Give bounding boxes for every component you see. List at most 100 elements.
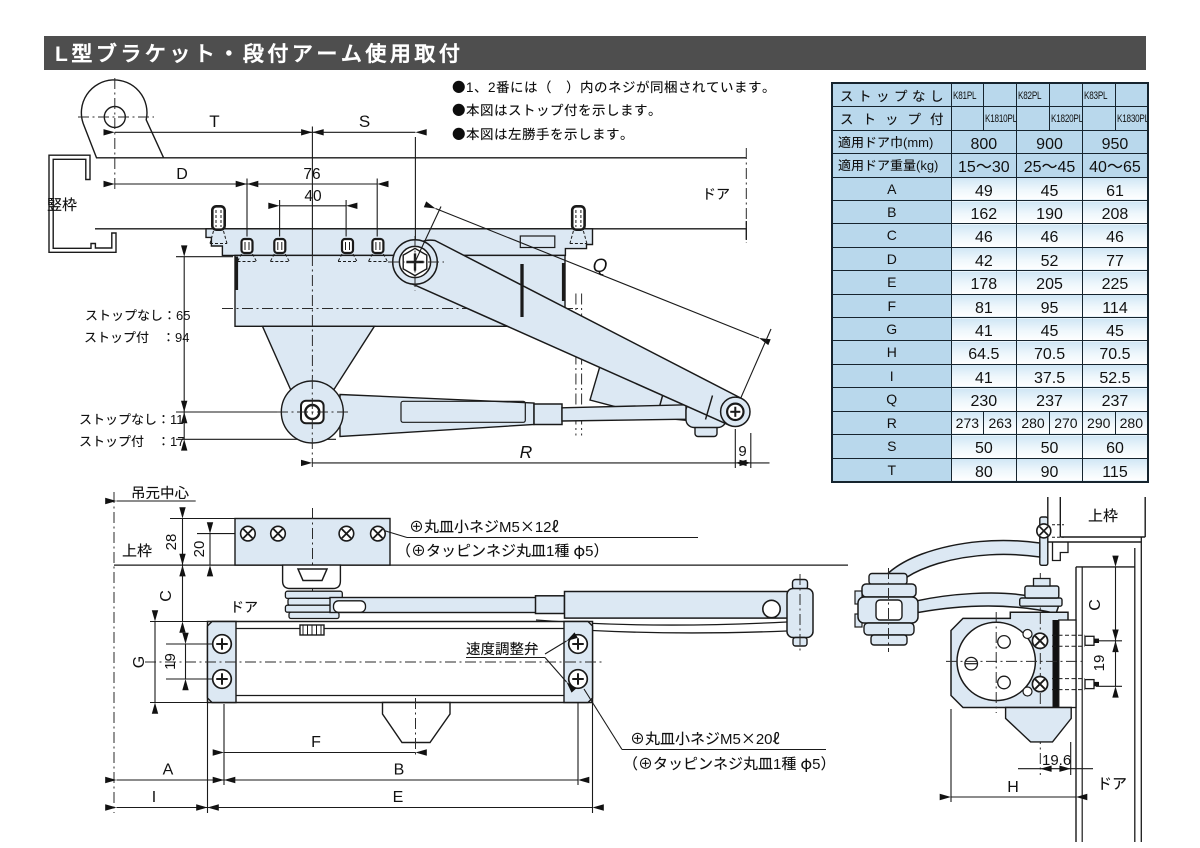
side-view: 上枠 ドア C 19 19.6 H: [854, 497, 1146, 842]
table-value-cell: 205: [1016, 270, 1083, 295]
table-value-cell: 178: [950, 270, 1018, 295]
table-value-cell: 77: [1081, 246, 1149, 272]
table-value-cell: 42: [950, 246, 1018, 272]
dim-label-s: S: [359, 107, 370, 132]
table-model-cell: K1830PL: [1114, 106, 1149, 131]
label-stopless-65: ストップなし：65: [85, 305, 190, 324]
label-screw-m5x20: ⊕丸皿小ネジM5×20ℓ: [630, 728, 780, 749]
table-label-cell: ストップ付: [831, 106, 952, 131]
table-model-cell: K81PL: [950, 82, 985, 108]
label-screw-m5x20-sub: （⊕タッピンネジ丸皿1種 φ5）: [623, 753, 835, 774]
table-value-cell: 237: [1016, 387, 1083, 412]
table-model-cell: [1048, 82, 1083, 108]
table-value-cell: 800: [950, 129, 1018, 155]
table-value-cell: 263: [983, 410, 1018, 436]
table-label-cell: A: [831, 176, 952, 202]
table-value-cell: 950: [1081, 129, 1149, 155]
l-bracket-plan: [78, 78, 165, 190]
table-value-cell: 81: [950, 293, 1018, 319]
dim-label-28: 28: [160, 534, 181, 551]
table-model-cell: [983, 82, 1018, 108]
label-stopless-11: ストップなし：11: [79, 409, 184, 428]
table-value-cell: 52.5: [1081, 363, 1149, 389]
dim-label-19-side: 19: [1088, 655, 1109, 672]
leader-arrow: [544, 657, 577, 693]
label-screw-m5x12-sub: （⊕タッピンネジ丸皿1種 φ5）: [396, 540, 608, 561]
dim-label-e: E: [393, 783, 404, 807]
table-value-cell: 41: [950, 317, 1018, 342]
table-value-cell: 45: [1081, 317, 1149, 342]
dim-label-c-front: C: [152, 590, 176, 602]
table-label-cell: ストップなし: [831, 82, 952, 108]
notes: ●1、2番には（ ）内のネジが同梱されています。 ●本図はストップ付を示します。…: [452, 75, 776, 145]
table-model-cell: K1820PL: [1048, 106, 1083, 131]
table-value-cell: 46: [1081, 223, 1149, 248]
dim-label-i: I: [152, 783, 156, 807]
title-bar: L型ブラケット・段付アーム使用取付: [44, 36, 1146, 70]
dim-label-9: 9: [738, 440, 746, 461]
table-value-cell: 64.5: [950, 340, 1018, 365]
label-top-frame-side: 上枠: [1088, 505, 1118, 526]
table-value-cell: 237: [1081, 387, 1149, 412]
table-label-cell: Q: [831, 387, 952, 412]
table-value-cell: 290: [1081, 410, 1116, 436]
leader-arrow: [544, 632, 578, 655]
table-value-cell: 70.5: [1016, 340, 1083, 365]
dim-label-b: B: [394, 756, 405, 780]
table-label-cell: 適用ドア巾(mm): [831, 129, 952, 155]
table-label-cell: 適用ドア重量(kg): [831, 153, 952, 178]
table-value-cell: 50: [1016, 434, 1083, 459]
label-door-front: ドア: [230, 597, 258, 617]
dim-label-h: H: [1007, 773, 1019, 797]
table-model-cell: K1810PL: [983, 106, 1018, 131]
table-model-cell: [950, 106, 985, 131]
table-value-cell: 230: [950, 387, 1018, 412]
label-door-side: ドア: [1097, 773, 1127, 794]
table-label-cell: R: [831, 410, 952, 436]
table-value-cell: 41: [950, 363, 1018, 389]
dim-label-19-6: 19.6: [1042, 749, 1071, 770]
dim-label-c-side: C: [1081, 599, 1105, 611]
table-value-cell: 114: [1081, 293, 1149, 319]
label-hinge-center: 吊元中心: [131, 482, 189, 503]
label-stop-17: ストップ付 ：17: [79, 431, 184, 450]
table-value-cell: 46: [950, 223, 1018, 248]
table-value-cell: 80: [950, 457, 1018, 483]
label-top-frame: 上枠: [122, 540, 152, 561]
table-value-cell: 60: [1081, 434, 1149, 459]
table-value-cell: 70.5: [1081, 340, 1149, 365]
top-view-dimensions: T S D 76 40 Q R 9 竪枠 ドア ストップなし：65 ストップ付 …: [47, 107, 772, 468]
label-frame-vertical: 竪枠: [47, 194, 77, 215]
table-value-cell: 90: [1016, 457, 1083, 483]
dim-label-f: F: [311, 728, 321, 752]
table-label-cell: D: [831, 246, 952, 272]
table-label-cell: I: [831, 363, 952, 389]
front-view: 吊元中心 上枠 速度調整弁 ⊕丸皿小ネジM5×12ℓ （⊕タッピンネジ丸皿1種 …: [105, 482, 848, 813]
table-value-cell: 45: [1016, 176, 1083, 202]
table-value-cell: 900: [1016, 129, 1083, 155]
table-value-cell: 208: [1081, 200, 1149, 225]
label-stop-94: ストップ付 ：94: [84, 327, 189, 346]
dim-label-40: 40: [304, 184, 322, 206]
table-label-cell: F: [831, 293, 952, 319]
dim-label-20: 20: [188, 541, 209, 558]
table-model-cell: [1081, 106, 1116, 131]
dim-label-t: T: [209, 107, 219, 132]
table-model-cell: [1016, 106, 1050, 131]
table-value-cell: 49: [950, 176, 1018, 202]
dimension-line: [423, 201, 771, 346]
table-label-cell: T: [831, 457, 952, 483]
table-value-cell: 46: [1016, 223, 1083, 248]
